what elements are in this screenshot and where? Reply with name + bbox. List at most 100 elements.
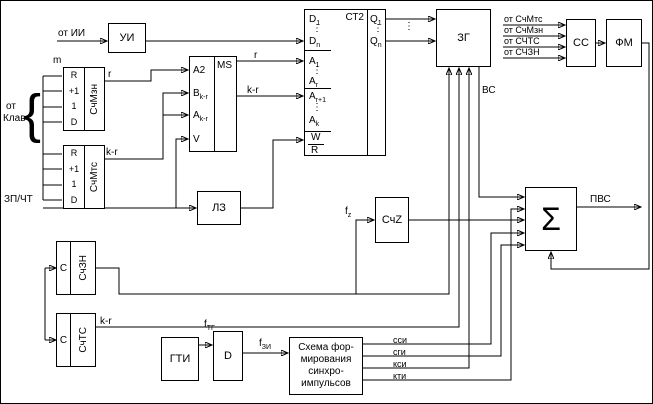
block-schzn: С СчЗН (56, 241, 96, 295)
label-kr-ms: k-r (247, 85, 259, 96)
ms-port-a2: A2 (193, 65, 206, 76)
schzn-name-cell: СчЗН (71, 242, 95, 294)
wire-ssi-to-sum (363, 233, 524, 345)
label-ss-in-3: от СЧТС (504, 36, 540, 46)
label-q-dots: ⋮ (404, 21, 414, 32)
block-ss: СС (566, 19, 596, 67)
block-st2: СТ2 D1 ⋮ Dn A1 ⋮ Ar Ar+1 ⋮ Ak W R (304, 9, 368, 156)
block-schmts: R +1 1 D СчМтс (63, 145, 105, 209)
label-r-ms: r (254, 50, 258, 61)
wire-ts-to-zg (96, 68, 459, 328)
sync-line-3: синхро- (308, 366, 344, 377)
block-schmzn: R +1 1 D СчМзн (63, 67, 105, 131)
st2-port-ar: Ar (309, 76, 319, 89)
wire-lz-to-st2-wr (241, 140, 303, 209)
label-fzi: fЗИ (259, 338, 272, 351)
label-vs: ВС (482, 85, 496, 96)
port-label: +1 (68, 85, 80, 96)
block-schmzn-label: СчМзн (89, 83, 100, 115)
st2-port-r: R (311, 145, 319, 156)
block-lz: ЛЗ (197, 191, 241, 225)
wire-kti-to-sum (363, 209, 524, 381)
st2-dots-d: ⋮ (312, 23, 322, 34)
block-summator: Σ (525, 187, 577, 251)
block-gti-label: ГТИ (169, 353, 191, 365)
port-label: +1 (68, 163, 80, 174)
schmzn-ports: R +1 1 D (64, 68, 85, 130)
st2-port-a1: A1 (309, 56, 320, 69)
st2-port-qn: Qn (370, 36, 382, 49)
block-schts: С СчТС (56, 313, 96, 367)
label-sgi: сги (393, 347, 406, 357)
schmts-name-cell: СчМтс (85, 146, 104, 208)
ms-port-a: Ak-r (193, 110, 208, 123)
wire-zpcht-to-ms-v (175, 139, 188, 208)
wire-fz-to-schz (355, 220, 374, 294)
block-schzn-label: СчЗН (77, 255, 89, 281)
schmts-ports: R +1 1 D (64, 146, 85, 208)
wire-sgi-to-sum (363, 245, 524, 357)
st2-port-ak: Ak (309, 115, 320, 128)
st2-port-q1: Q1 (370, 14, 382, 27)
sync-line-2: мирования (300, 354, 352, 365)
label-kti: кти (393, 371, 407, 381)
schzn-ports: С (57, 242, 71, 294)
block-schz: СчZ (375, 197, 409, 243)
st2-divider-2 (305, 88, 331, 89)
label-kr-mts: k-r (106, 147, 118, 158)
wire-mzn-to-ms-a2 (105, 70, 188, 82)
block-d: D (213, 331, 243, 381)
port-label: 1 (71, 179, 77, 190)
label-ot-klav-2: Клав (3, 113, 26, 124)
block-fm: ФМ (606, 19, 642, 67)
wire-zg-vs-to-sum (478, 67, 524, 197)
st2-port-d1: D1 (309, 14, 321, 27)
label-r-mzn: r (108, 69, 112, 80)
label-zp-cht: ЗП/ЧТ (4, 194, 33, 205)
port-label: R (70, 70, 78, 81)
block-zg-label: ЗГ (457, 32, 470, 44)
st2-dots-ak: ⋮ (312, 102, 322, 113)
ms-port-b: Bk-r (193, 88, 208, 101)
st2-port-ar1: Ar+1 (309, 91, 326, 104)
wire-mts-to-ms-b (105, 93, 188, 160)
wire-zn-to-zg (96, 68, 449, 295)
block-fm-label: ФМ (615, 37, 633, 49)
block-lz-label: ЛЗ (212, 202, 226, 214)
port-label: 1 (71, 101, 77, 112)
schts-ports: С (57, 314, 71, 366)
label-ss-in-2: от СчМзн (504, 25, 544, 35)
block-schz-label: СчZ (381, 214, 403, 226)
block-ui: УИ (108, 23, 146, 53)
st2-divider-1 (305, 50, 331, 51)
sync-line-4: импульсов (301, 378, 351, 389)
label-ot-ii: от ИИ (58, 28, 86, 39)
block-sync-former: Схема фор- мирования синхро- импульсов (289, 337, 363, 395)
block-ms: MS A2 Bk-r Ak-r V (189, 56, 237, 152)
block-st2-label: СТ2 (345, 12, 364, 23)
label-ss-in-4: от СЧЗН (504, 47, 540, 57)
sync-line-1: Схема фор- (298, 342, 354, 353)
st2-dots-q: ⋮ (373, 23, 383, 34)
block-schmts-label: СчМтс (89, 161, 100, 193)
label-fz: fz (345, 206, 352, 219)
wire-fm-to-sum (551, 42, 650, 270)
block-st2-q: Q1 ⋮ Qn (367, 9, 386, 156)
ms-divider (214, 57, 215, 151)
port-label: R (70, 148, 78, 159)
wire-ksi-to-zg (363, 68, 469, 369)
port-label: D (70, 116, 78, 127)
block-gti: ГТИ (161, 337, 199, 381)
label-pvs: ПВС (590, 194, 611, 205)
label-ss-in-1: от СчМтс (504, 14, 543, 24)
block-ss-label: СС (573, 37, 589, 49)
block-ms-label: MS (217, 60, 232, 71)
schts-name-cell: СчТС (71, 314, 95, 366)
st2-divider-3 (305, 131, 331, 132)
schmzn-name-cell: СчМзн (85, 68, 104, 130)
block-schts-label: СчТС (77, 327, 89, 353)
block-ui-label: УИ (119, 32, 135, 44)
label-ot-klav-1: от (6, 101, 16, 112)
